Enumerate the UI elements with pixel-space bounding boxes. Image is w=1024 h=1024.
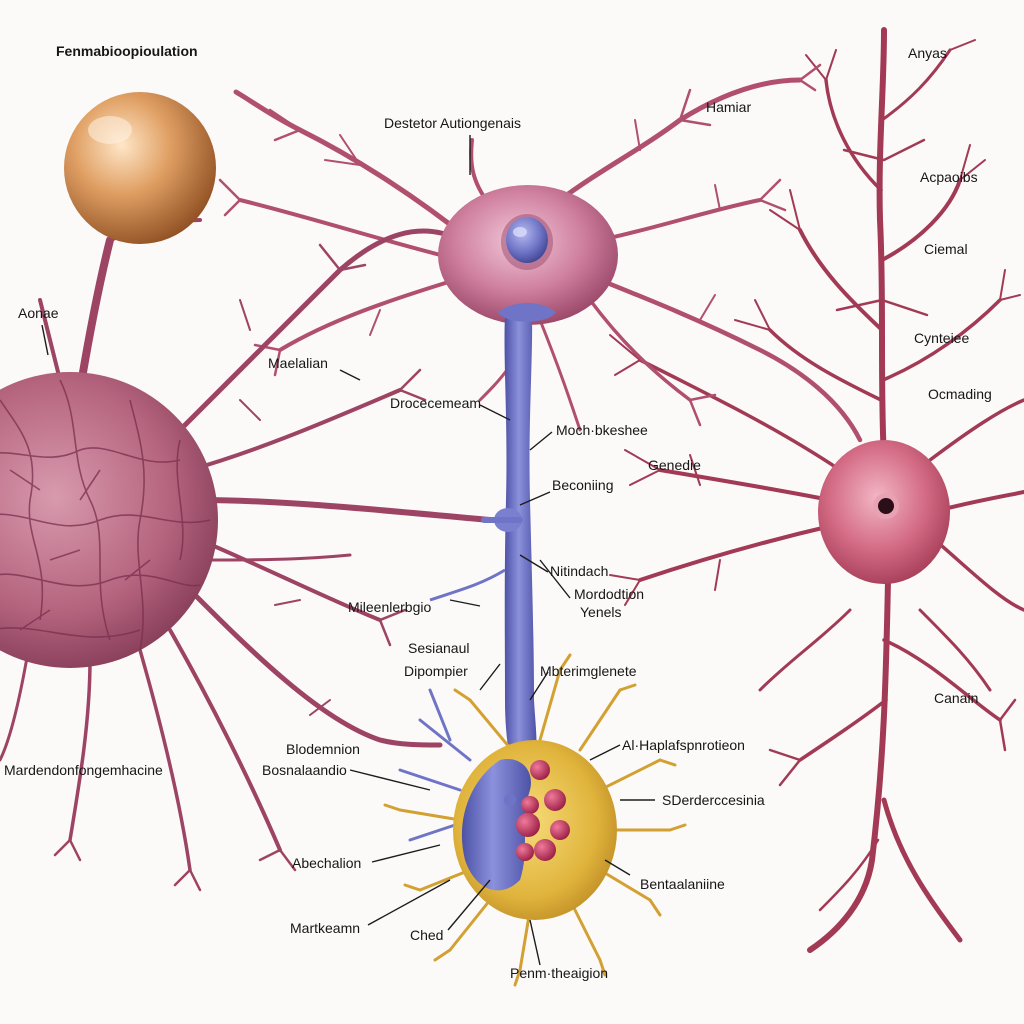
- label-maelalian: Maelalian: [268, 355, 328, 371]
- label-ahaplaf: Al·Haplafspnrotieon: [622, 737, 745, 753]
- label-abechalion: Abechalion: [292, 855, 362, 871]
- left-cell-body: [0, 372, 218, 668]
- label-anyas: Anyas: [908, 45, 947, 61]
- label-mochbkeshee: Moch·bkeshee: [556, 422, 648, 438]
- label-destector: Destetor Autiongenais: [384, 115, 521, 131]
- label-canain: Canain: [934, 690, 979, 706]
- label-mbterimglenete: Mbterimglenete: [540, 663, 637, 679]
- label-drocecemeam: Drocecemeam: [390, 395, 482, 411]
- label-genedie: Genedie: [648, 457, 701, 473]
- label-ciemal: Ciemal: [924, 241, 968, 257]
- label-cynteiee: Cynteiee: [914, 330, 970, 346]
- granules: [504, 760, 570, 861]
- label-mordodtion: Mordodtion: [574, 586, 645, 602]
- orange-sphere: [64, 92, 216, 244]
- central-neuron-soma: [438, 185, 618, 325]
- label-bosnalaandio: Bosnalaandio: [262, 762, 347, 778]
- label-penmtheaigion: Penm·theaigion: [510, 965, 609, 981]
- label-acpaoibs: Acpaoibs: [920, 169, 978, 185]
- label-mardendon: Mardendonfongemhacine: [4, 762, 163, 778]
- label-hamiar: Hamiar: [706, 99, 752, 115]
- label-yenels: Yenels: [580, 604, 622, 620]
- label-bentaalaniine: Bentaalaniine: [640, 876, 725, 892]
- label-ocmading: Ocmading: [928, 386, 992, 402]
- right-neuron-soma: [818, 440, 950, 584]
- right-neuron-tree: [609, 27, 1024, 953]
- label-blodemion: Blodemnion: [286, 741, 360, 757]
- label-beconiing: Beconiing: [552, 477, 614, 493]
- leader-lines: [41, 135, 655, 966]
- glial-cell: [383, 653, 687, 987]
- label-mileenlerbgio: Mileenlerbgio: [348, 599, 432, 615]
- label-martkeamn: Martkeamn: [290, 920, 361, 936]
- label-nitindach: Nitindach: [550, 563, 609, 579]
- axon: [429, 303, 556, 770]
- label-ched: Ched: [410, 927, 444, 943]
- label-sderderc: SDerderccesinia: [662, 792, 765, 808]
- label-sesianaul: Sesianaul: [408, 640, 470, 656]
- label-aonae: Aonae: [18, 305, 59, 321]
- label-dipompier: Dipompier: [404, 663, 468, 679]
- diagram-title: Fenmabioopioulation: [56, 43, 198, 59]
